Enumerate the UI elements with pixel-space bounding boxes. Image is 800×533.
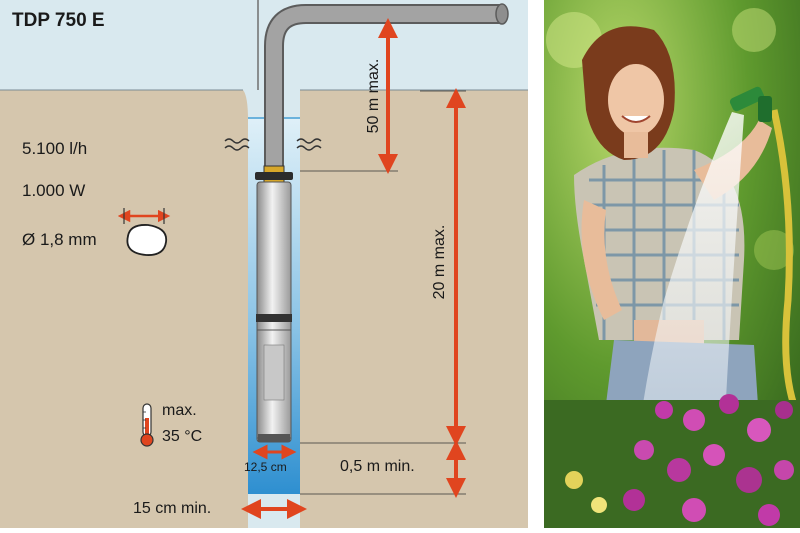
discharge-pipe-fill	[266, 6, 502, 172]
water-wave-icon	[224, 138, 322, 151]
temperature-max-label: max.	[162, 402, 197, 419]
petunia-flowers	[565, 394, 794, 526]
pump-diameter-label: 12,5 cm	[244, 460, 287, 474]
nozzle-trigger	[758, 96, 772, 122]
bokeh-light	[732, 8, 776, 52]
soil-left	[0, 90, 248, 528]
flow-rate-label: 5.100 l/h	[22, 139, 88, 158]
product-title: TDP 750 E	[12, 10, 105, 31]
bokeh-light	[754, 230, 794, 270]
garden-hose	[770, 109, 800, 422]
smile	[621, 115, 651, 123]
garden-photo	[544, 0, 800, 528]
pump-clamp	[255, 172, 293, 180]
spray-nozzle	[729, 86, 765, 112]
arm-left	[581, 200, 622, 320]
temperature-value-label: 35 °C	[162, 428, 203, 445]
thermometer-icon	[140, 403, 154, 447]
neck	[624, 132, 648, 158]
pump-base	[258, 434, 290, 442]
particle-size-label: Ø 1,8 mm	[22, 230, 97, 249]
well-diameter-label: 15 cm min.	[133, 500, 212, 517]
soil-right	[300, 90, 528, 528]
pump-band	[256, 314, 292, 322]
power-label: 1.000 W	[22, 181, 86, 200]
pump-installation-diagram: TDP 750 E 5.100 l/h 1.000 W Ø 1,8 mm max…	[0, 0, 528, 528]
pipe-outlet	[495, 3, 509, 25]
face	[608, 64, 664, 136]
stone-icon	[117, 208, 171, 256]
water-spray	[639, 112, 744, 440]
lift-height-label: 50 m max.	[365, 58, 382, 134]
bottom-clearance-label: 0,5 m min.	[340, 458, 415, 475]
pump-label-plate	[263, 344, 285, 401]
immersion-depth-label: 20 m max.	[431, 224, 448, 300]
